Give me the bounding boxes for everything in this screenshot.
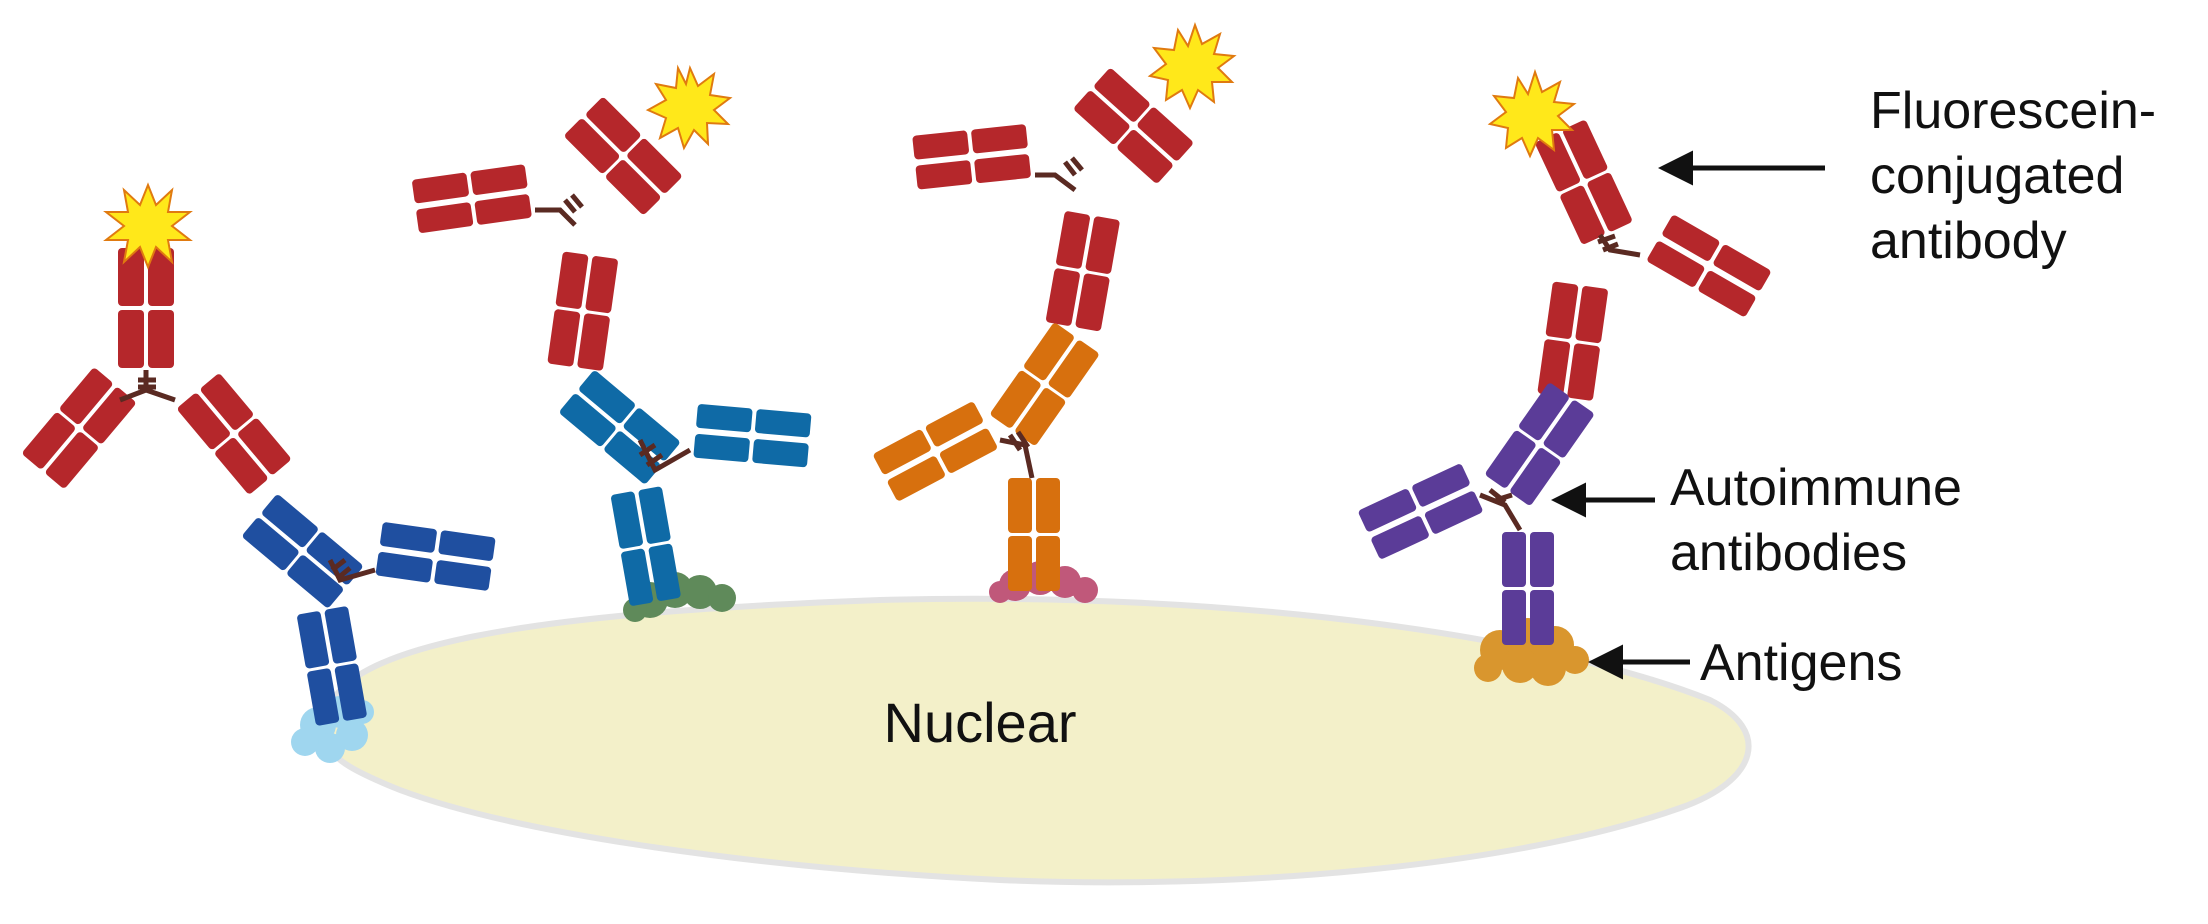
label-line: antibody xyxy=(1870,212,2067,270)
antibody-icon xyxy=(1358,68,1771,645)
label-line: Fluorescein- xyxy=(1870,82,2156,140)
label-autoimmune-antibodies: Autoimmune antibodies xyxy=(1670,459,1962,582)
fluorescein-star-icon xyxy=(1147,21,1237,111)
antibody-icon xyxy=(873,21,1237,591)
nucleus: Nuclear xyxy=(324,595,1752,886)
fluorescein-star-icon xyxy=(645,64,733,151)
label-antigens: Antigens xyxy=(1700,634,1902,692)
label-fluorescein-conjugated-antibody: Fluorescein- conjugated antibody xyxy=(1870,82,2156,270)
label-line: antibodies xyxy=(1670,524,1907,582)
nucleus-label: Nuclear xyxy=(884,691,1077,754)
fluorescein-star-icon xyxy=(1487,68,1577,159)
antibody-icon xyxy=(22,182,496,726)
label-line: conjugated xyxy=(1870,147,2124,205)
label-line: Autoimmune xyxy=(1670,459,1962,517)
fluorescein-star-icon xyxy=(103,182,193,270)
antibody-icon xyxy=(412,64,812,606)
nucleus-shape xyxy=(324,595,1752,886)
